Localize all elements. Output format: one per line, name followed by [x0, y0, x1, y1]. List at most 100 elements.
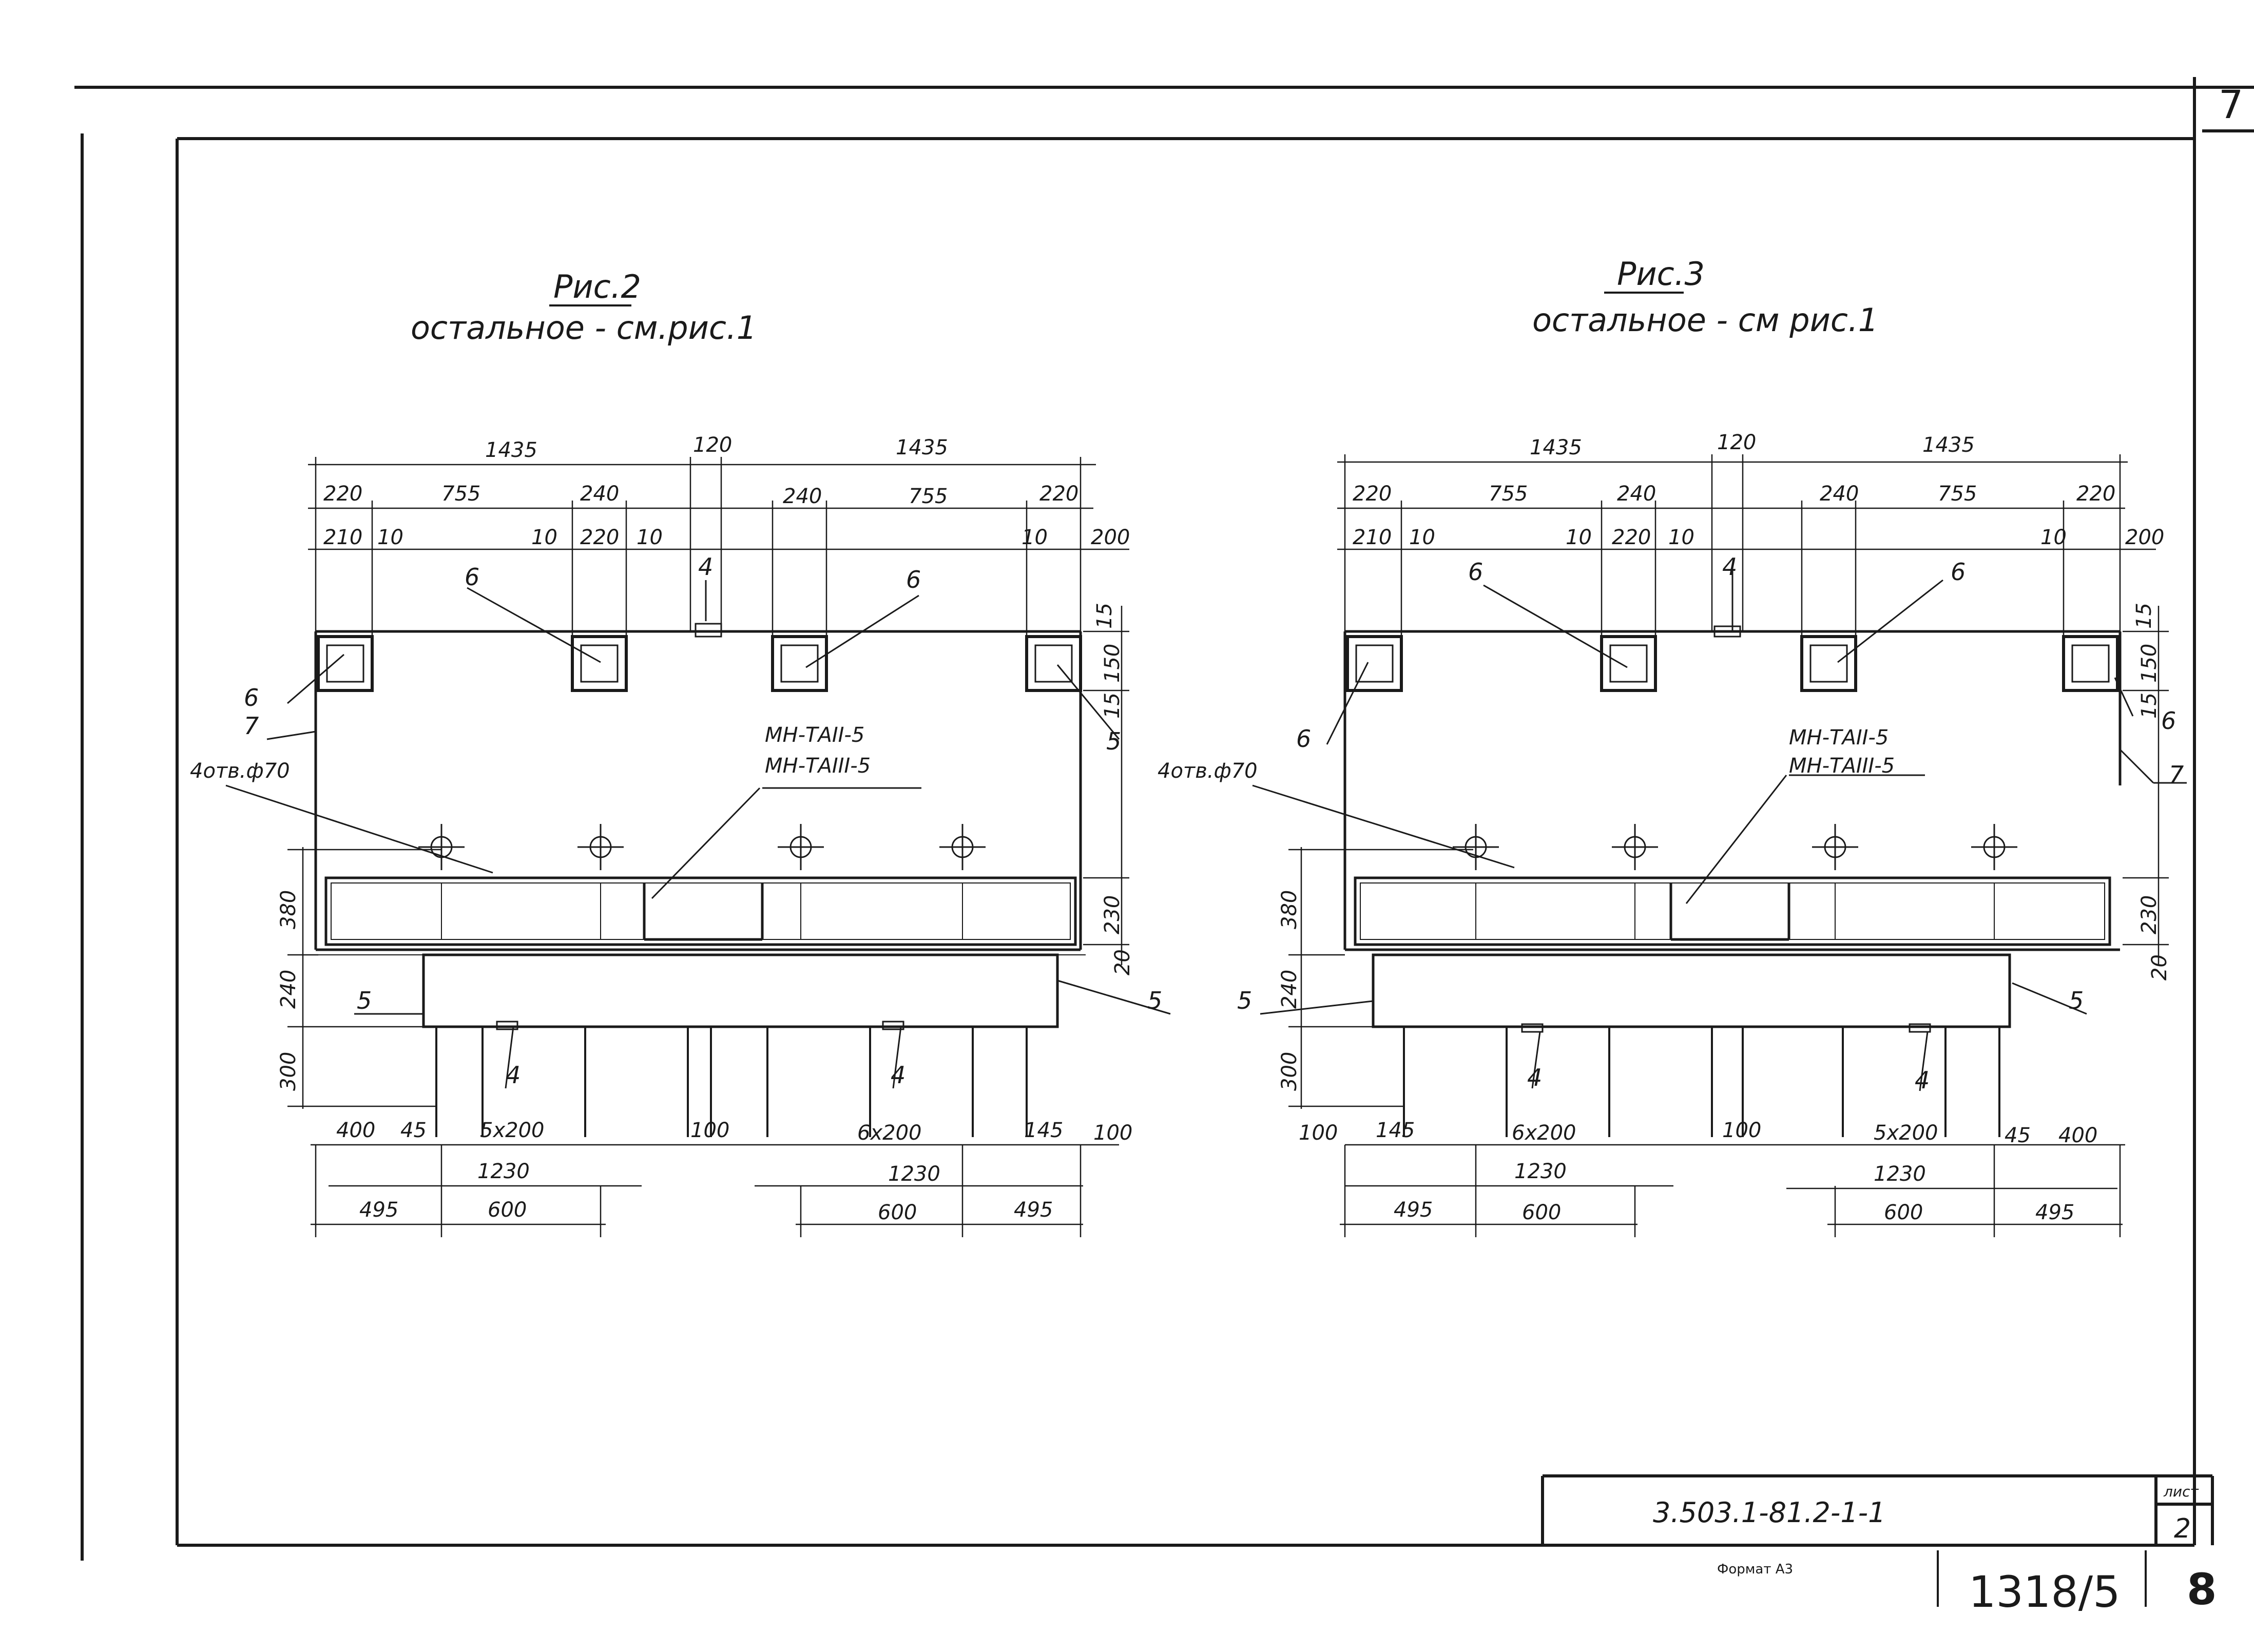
footer-dividers [1937, 1550, 2147, 1607]
fig3-dimension-lines [1288, 454, 2169, 1237]
fig3-item-4: 4 [1722, 553, 1737, 581]
fig3-legs [1403, 1023, 2000, 1137]
fig3-item-6c: 6 [1296, 725, 1311, 753]
fig3-dim-220a: 220 [1353, 482, 1392, 506]
fig3-item-6a: 6 [1468, 558, 1483, 586]
fig3-item-5b: 5 [2069, 987, 2084, 1014]
fig2-dim-755a: 755 [441, 482, 480, 506]
fig2-item-7: 7 [244, 712, 259, 740]
format-label: Формат А3 [1717, 1562, 1793, 1577]
sheet-number: 2 [2174, 1513, 2191, 1544]
fig3-dim-210: 210 [1353, 526, 1392, 549]
fig3-leaders [1252, 570, 2187, 1091]
fig3-dim-150: 150 [2137, 644, 2161, 683]
fig2-dim-5x200: 5x200 [480, 1119, 544, 1142]
fig2-dim-380: 380 [277, 890, 300, 929]
fig2-dim-240v: 240 [277, 970, 300, 1009]
fig2-dim-100a: 100 [690, 1119, 729, 1142]
fig3-dim-20: 20 [2148, 954, 2171, 981]
fig2-dimension-lines [287, 457, 1129, 1237]
fig2-item-4a: 4 [506, 1061, 521, 1089]
title-block [1541, 1474, 2214, 1545]
fig3-item-6b: 6 [1951, 558, 1966, 586]
fig2-dim-210: 210 [323, 526, 362, 549]
inventory-number: 1318/5 [1969, 1567, 2121, 1617]
fig3-dim-6x200: 6x200 [1512, 1121, 1576, 1145]
fig2-dim-495a: 495 [359, 1198, 398, 1222]
fig2-dim-10d: 10 [1022, 526, 1048, 549]
fig2-item-4: 4 [698, 553, 713, 581]
fig2-item-5b: 5 [1106, 727, 1121, 755]
page-number: 8 [2187, 1564, 2217, 1615]
fig2-item-6b: 6 [906, 566, 921, 593]
fig3-dim-10b: 10 [1566, 526, 1592, 549]
fig2-dim-300: 300 [277, 1052, 300, 1091]
fig2-mark-2: МН-ТАIII-5 [765, 754, 871, 778]
fig2-dim-top-right: 1435 [896, 436, 948, 459]
fig3-dim-495b: 495 [2035, 1201, 2074, 1224]
fig2-item-6c: 6 [244, 684, 259, 712]
fig3-dim-10c: 10 [1668, 526, 1694, 549]
fig2-dim-15a: 15 [1093, 603, 1116, 629]
fig3-dim-45: 45 [2005, 1124, 2031, 1147]
fig2-legs [435, 1021, 1028, 1137]
fig3-item-6d: 6 [2161, 707, 2176, 735]
drawing-code: 3.503.1-81.2-1-1 [1653, 1496, 1886, 1529]
fig3-dim-10a: 10 [1409, 526, 1435, 549]
fig2-dim-600b: 600 [878, 1201, 917, 1224]
fig2-dim-10c: 10 [637, 526, 663, 549]
fig3-dim-220b: 220 [2076, 482, 2115, 506]
fig2-holes-label: 4отв.ф70 [190, 759, 290, 783]
fig2-dim-100b: 100 [1093, 1121, 1132, 1145]
fig2-dim-400: 400 [336, 1119, 375, 1142]
fig3-holes-label: 4отв.ф70 [1158, 759, 1258, 783]
fig2-dim-150: 150 [1101, 644, 1124, 683]
fig2-leaders [225, 580, 1171, 1089]
fig2-dim-20: 20 [1111, 949, 1134, 975]
fig2-holes [418, 824, 986, 870]
fig2-item-5c: 5 [1147, 987, 1162, 1014]
fig3-dim-240a: 240 [1617, 482, 1656, 506]
fig3-dim-10d: 10 [2040, 526, 2067, 549]
fig2-dim-220a: 220 [323, 482, 362, 506]
fig3-dim-600a: 600 [1522, 1201, 1561, 1224]
fig3-dim-240v: 240 [1278, 970, 1301, 1009]
fig3-dim-755b: 755 [1938, 482, 1977, 506]
fig3-dim-15b: 15 [2137, 693, 2161, 719]
fig2-subtitle: остальное - см.рис.1 [411, 309, 757, 347]
fig3-mark-1: МН-ТАII-5 [1789, 726, 1889, 750]
fig3-dim-5x200: 5x200 [1874, 1121, 1938, 1145]
fig3-dim-top-mid: 120 [1717, 431, 1756, 454]
fig3-mark-2: МН-ТАIII-5 [1789, 754, 1895, 778]
fig2-dim-600a: 600 [488, 1198, 527, 1222]
fig2-dim-1230a: 1230 [477, 1160, 530, 1183]
fig2-dim-220c: 220 [580, 526, 619, 549]
fig2-dim-240a: 240 [580, 482, 619, 506]
fig3-subtitle: остальное - см рис.1 [1532, 301, 1878, 339]
fig3-item-7: 7 [2169, 761, 2184, 789]
fig3-dim-220c: 220 [1612, 526, 1651, 549]
fig3-dim-100a: 100 [1299, 1121, 1338, 1145]
fig3-dim-100b: 100 [1722, 1119, 1761, 1142]
fig3-dim-240b: 240 [1820, 482, 1859, 506]
fig3-dim-600b: 600 [1884, 1201, 1923, 1224]
fig2-dim-220b: 220 [1039, 482, 1078, 506]
fig3-dim-top-left: 1435 [1530, 436, 1582, 459]
fig2-dim-15b: 15 [1101, 693, 1124, 719]
fig3-dim-145: 145 [1376, 1119, 1415, 1142]
fig2-dim-10a: 10 [377, 526, 403, 549]
fig3-holes [1453, 824, 2017, 870]
sheet-label: лист [2163, 1483, 2199, 1500]
sheet-frame [74, 77, 2254, 1561]
fig2-dim-145: 145 [1024, 1119, 1063, 1142]
fig3-dim-400: 400 [2058, 1124, 2097, 1147]
fig2-dim-230: 230 [1101, 895, 1124, 934]
fig3-top-boxes [1346, 625, 2119, 692]
fig3-item-4b: 4 [1915, 1066, 1930, 1094]
fig2-body-outline [314, 630, 1086, 1028]
fig2-title: Рис.2 [553, 268, 641, 305]
fig3-dim-top-right: 1435 [1922, 433, 1975, 457]
fig3-dim-300: 300 [1278, 1052, 1301, 1091]
corner-sheet-number: 7 [2219, 82, 2243, 127]
